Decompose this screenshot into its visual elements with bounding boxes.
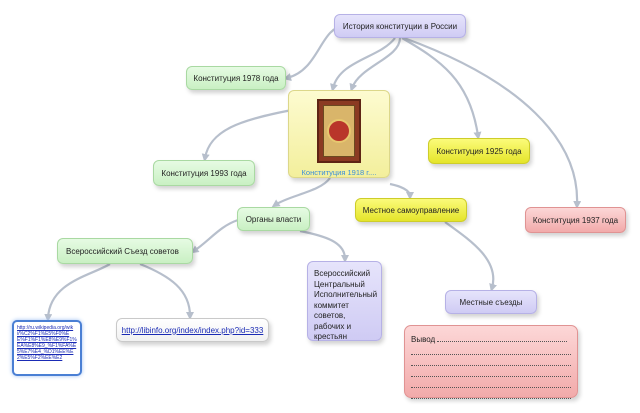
link-node-libinfo[interactable]: http://libinfo.org/index/index.php?id=33…: [116, 318, 269, 342]
topic-constitution-1993-label: Конституция 1993 года: [161, 168, 247, 178]
conclusion-blank-line: [411, 367, 571, 377]
topic-constitution-1918[interactable]: Конституция 1918 г....: [288, 90, 390, 178]
topic-constitution-1993[interactable]: Конституция 1993 года: [153, 160, 255, 186]
conclusion-blank-line: [411, 378, 571, 388]
topic-vcik-label: Всероссийский Центральный Исполнительный…: [314, 269, 378, 341]
edge-congress-wiki: [44, 263, 111, 322]
libinfo-link[interactable]: http://libinfo.org/index/index.php?id=33…: [121, 325, 264, 335]
root-topic[interactable]: История конституции в России: [334, 14, 466, 38]
topic-constitution-1918-label: Конституция 1918 г....: [301, 168, 377, 177]
edge-1918-local: [389, 182, 414, 200]
topic-local-government[interactable]: Местное самоуправление: [355, 198, 467, 222]
edge-root-1918a: [330, 37, 396, 92]
edge-congress-libinfo: [139, 262, 194, 320]
topic-organs-of-power[interactable]: Органы власти: [237, 207, 310, 231]
root-topic-label: История конституции в России: [342, 21, 458, 31]
topic-local-congresses[interactable]: Местные съезды: [445, 290, 537, 314]
conclusion-blank-line: [411, 356, 571, 366]
edge-root-1937: [403, 36, 582, 209]
wikipedia-link[interactable]: http://ru.wikipedia.org/wiki/%C2%F1%E5%F…: [17, 325, 77, 361]
topic-organs-of-power-label: Органы власти: [245, 214, 302, 224]
topic-constitution-1937-label: Конституция 1937 года: [532, 215, 619, 225]
topic-constitution-1978[interactable]: Конституция 1978 года: [186, 66, 286, 90]
edge-root-1918b: [349, 37, 402, 92]
edge-local-meetings: [444, 221, 497, 292]
edge-root-1925: [401, 37, 482, 140]
topic-constitution-1937[interactable]: Конституция 1937 года: [525, 207, 626, 233]
topic-constitution-1925-label: Конституция 1925 года: [436, 146, 522, 156]
topic-local-government-label: Местное самоуправление: [362, 205, 460, 215]
topic-constitution-1925[interactable]: Конституция 1925 года: [428, 138, 530, 164]
topic-local-congresses-label: Местные съезды: [459, 297, 523, 307]
edge-organs-congress: [190, 218, 239, 254]
topic-all-russian-congress-label: Всероссийский Съезд советов: [66, 246, 179, 256]
topic-all-russian-congress[interactable]: Всероссийский Съезд советов: [57, 238, 193, 264]
edge-1918-1993: [201, 108, 293, 162]
conclusion-blank-line: [411, 389, 571, 399]
topic-vcik[interactable]: Всероссийский Центральный Исполнительный…: [307, 261, 382, 341]
edge-1918-organs: [271, 177, 331, 208]
topic-conclusion-label: Вывод: [411, 335, 436, 344]
conclusion-blank-line: [411, 345, 571, 355]
link-node-wikipedia[interactable]: http://ru.wikipedia.org/wiki/%C2%F1%E5%F…: [12, 320, 82, 376]
constitution-book-cover-image: [317, 99, 361, 163]
topic-constitution-1978-label: Конституция 1978 года: [193, 73, 279, 83]
topic-conclusion[interactable]: Вывод: [404, 325, 578, 399]
edge-organs-vcik: [299, 229, 349, 263]
